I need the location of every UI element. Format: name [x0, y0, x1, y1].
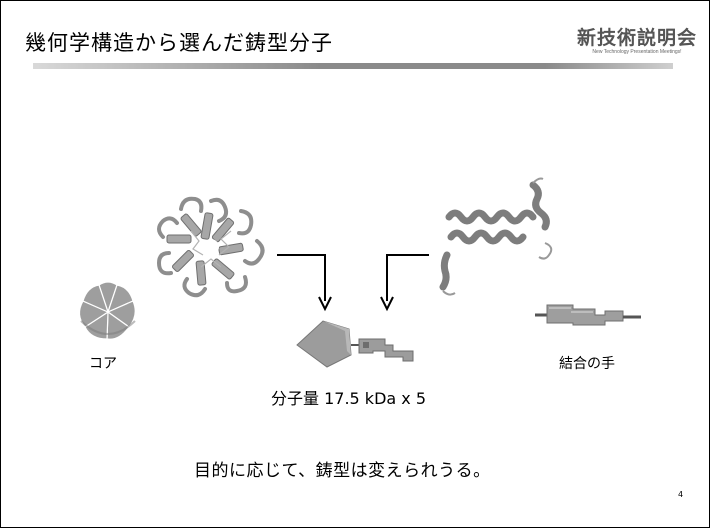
template-molecule-icon [296, 320, 414, 368]
arrow-down-left-icon [380, 254, 429, 312]
core-label: コア [89, 356, 117, 372]
pentamer-flower-icon [78, 281, 136, 340]
title-underline [33, 63, 673, 69]
slide-title: 幾何学構造から選んだ鋳型分子 [25, 31, 333, 55]
linker-handle-icon [535, 304, 641, 326]
helix-bundle-protein-icon [439, 177, 553, 296]
binder-label: 結合の手 [559, 356, 615, 372]
brand-logo: 新技術説明会 New Technology Presentation Meeti… [577, 23, 697, 55]
template-note: 目的に応じて、鋳型は変えられうる。 [194, 461, 491, 481]
brand-name: 新技術説明会 [576, 27, 697, 49]
arrow-down-right-icon [277, 254, 332, 312]
page-number: 4 [678, 490, 684, 499]
ring-protein-structure-icon [156, 196, 265, 298]
brand-subtitle: New Technology Presentation Meetings! [592, 49, 682, 55]
molecular-weight-text: 分子量 17.5 kDa x 5 [271, 389, 427, 408]
